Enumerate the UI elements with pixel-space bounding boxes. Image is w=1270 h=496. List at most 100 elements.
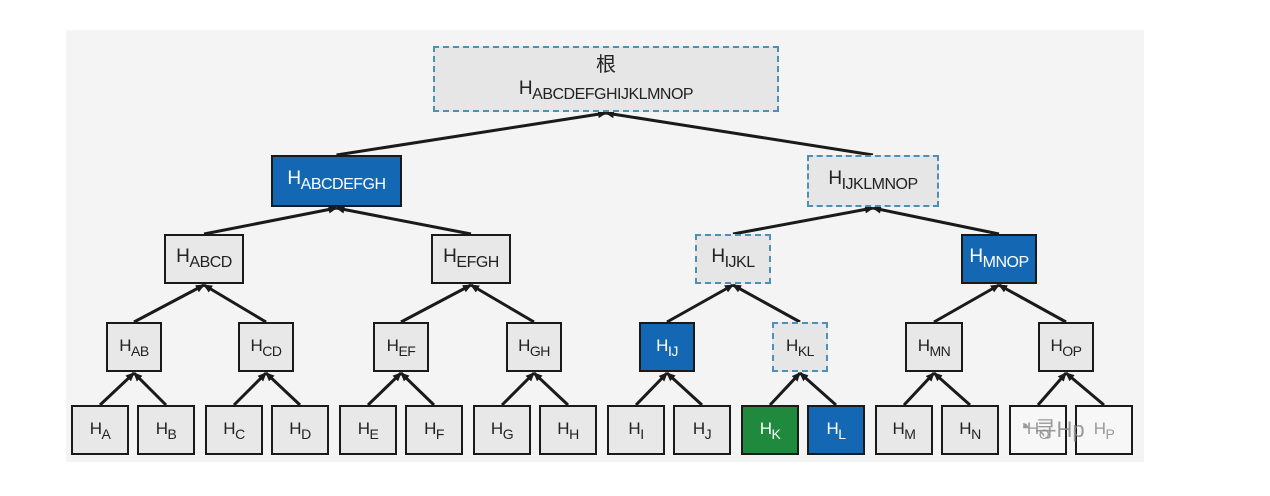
hash-subscript: F xyxy=(435,425,445,442)
hash-subscript: M xyxy=(904,425,916,442)
edge-b-to-ab xyxy=(132,371,168,407)
hash-subscript: EFGH xyxy=(456,254,499,271)
hash-prefix: H xyxy=(826,418,839,438)
edge-efgh-to-abcdefgh xyxy=(335,205,472,236)
hash-subscript: C xyxy=(235,425,245,442)
hash-node-abcdefgh: HABCDEFGH xyxy=(271,155,402,207)
hash-node-o: HO xyxy=(1009,405,1067,455)
node-hash-label: HJ xyxy=(692,418,712,441)
node-hash-label: HABCDEFGH xyxy=(287,169,386,193)
node-hash-label: HIJKLMNOP xyxy=(828,168,918,193)
hash-subscript: I xyxy=(640,425,644,442)
hash-subscript: EF xyxy=(398,342,416,359)
edge-mn-to-mnop xyxy=(933,283,1000,324)
node-hash-label: HMNOP xyxy=(969,246,1029,271)
node-hash-label: HM xyxy=(893,420,916,441)
hash-subscript: IJKL xyxy=(724,254,756,271)
node-hash-label: HK xyxy=(760,420,781,441)
hash-prefix: H xyxy=(692,418,705,438)
hash-node-f: HF xyxy=(405,405,463,455)
edge-op-to-mnop xyxy=(998,283,1067,324)
hash-prefix: H xyxy=(969,246,983,267)
node-hash-label: HOP xyxy=(1050,335,1082,358)
hash-node-cd: HCD xyxy=(238,322,294,372)
node-hash-label: HEFGH xyxy=(443,247,499,271)
edge-j-to-ij xyxy=(665,371,704,407)
hash-prefix: H xyxy=(628,418,641,438)
node-hash-label: HL xyxy=(826,418,846,442)
hash-subscript: IJ xyxy=(667,342,678,359)
edge-a-to-ab xyxy=(98,371,136,407)
hash-node-a: HA xyxy=(71,405,129,455)
edge-abcd-to-abcdefgh xyxy=(203,205,338,236)
hash-prefix: H xyxy=(289,418,302,438)
hash-node-d: HD xyxy=(271,405,329,455)
hash-subscript: CD xyxy=(262,342,282,359)
hash-node-l: HL xyxy=(807,405,865,455)
edge-mnop-to-ijklmnop xyxy=(872,205,1000,236)
watermark: ◔ 寻Hp xyxy=(1016,412,1126,444)
hash-subscript: K xyxy=(771,425,781,442)
edge-l-to-kl xyxy=(799,371,837,407)
root-node: 根 HABCDEFGHIJKLMNOP xyxy=(433,46,779,112)
hash-prefix: H xyxy=(1093,418,1106,438)
edge-f-to-ef xyxy=(399,371,436,407)
hash-prefix: H xyxy=(1050,335,1063,355)
hash-prefix: H xyxy=(357,418,370,438)
hash-node-p: HP xyxy=(1075,405,1133,455)
edge-i-to-ij xyxy=(634,371,669,407)
hash-subscript: KL xyxy=(797,342,815,359)
edge-cd-to-abcd xyxy=(203,283,267,324)
hash-prefix: H xyxy=(250,335,263,355)
node-hash-label: HEF xyxy=(387,337,416,358)
hash-subscript: AB xyxy=(131,342,149,359)
hash-node-j: HJ xyxy=(673,405,731,455)
edge-d-to-cd xyxy=(264,371,302,407)
edge-n-to-mn xyxy=(933,371,971,407)
node-hash-label: HP xyxy=(1094,420,1115,441)
hash-prefix: H xyxy=(828,168,842,189)
hash-prefix: H xyxy=(119,335,132,355)
root-hash-subscript: ABCDEFGHIJKLMNOP xyxy=(532,86,694,103)
hash-node-g: HG xyxy=(473,405,531,455)
hash-node-ab: HAB xyxy=(106,322,162,372)
hash-subscript: G xyxy=(502,425,514,442)
edge-o-to-op xyxy=(1036,372,1068,406)
hash-prefix: H xyxy=(443,246,457,267)
hash-subscript: D xyxy=(301,425,311,442)
hash-prefix: H xyxy=(959,418,972,438)
node-hash-label: HG xyxy=(491,420,514,442)
hash-node-mnop: HMNOP xyxy=(961,234,1037,284)
hash-node-e: HE xyxy=(339,405,397,455)
hash-node-h: HH xyxy=(539,405,597,455)
hash-subscript: L xyxy=(838,425,846,442)
node-hash-label: HCD xyxy=(250,335,282,359)
hash-subscript: ABCD xyxy=(189,254,232,271)
edge-g-to-gh xyxy=(500,371,536,407)
hash-prefix: H xyxy=(759,418,772,438)
wechat-icon: ◔ xyxy=(1016,414,1031,441)
hash-subscript: GH xyxy=(529,342,551,359)
hash-node-b: HB xyxy=(137,405,195,455)
hash-subscript: P xyxy=(1105,425,1115,442)
edge-m-to-mn xyxy=(902,371,936,407)
hash-prefix: H xyxy=(656,335,668,355)
hash-prefix: H xyxy=(386,335,399,355)
edge-ab-to-abcd xyxy=(133,283,205,324)
hash-prefix: H xyxy=(1026,418,1039,438)
node-hash-label: HKL xyxy=(786,337,814,358)
edge-ijkl-to-ijklmnop xyxy=(732,205,874,236)
hash-prefix: H xyxy=(89,418,102,438)
node-hash-label: HAB xyxy=(119,335,149,359)
hash-prefix: H xyxy=(424,418,436,438)
hash-prefix: H xyxy=(786,335,798,355)
hash-prefix: H xyxy=(557,418,570,438)
edge-c-to-cd xyxy=(232,371,268,407)
hash-subscript: H xyxy=(569,425,579,442)
hash-subscript: N xyxy=(971,425,981,442)
hash-node-m: HM xyxy=(875,405,933,455)
hash-subscript: ABCDEFGH xyxy=(300,176,386,193)
node-hash-label: HI xyxy=(628,418,644,442)
edge-kl-to-ijkl xyxy=(732,283,801,324)
